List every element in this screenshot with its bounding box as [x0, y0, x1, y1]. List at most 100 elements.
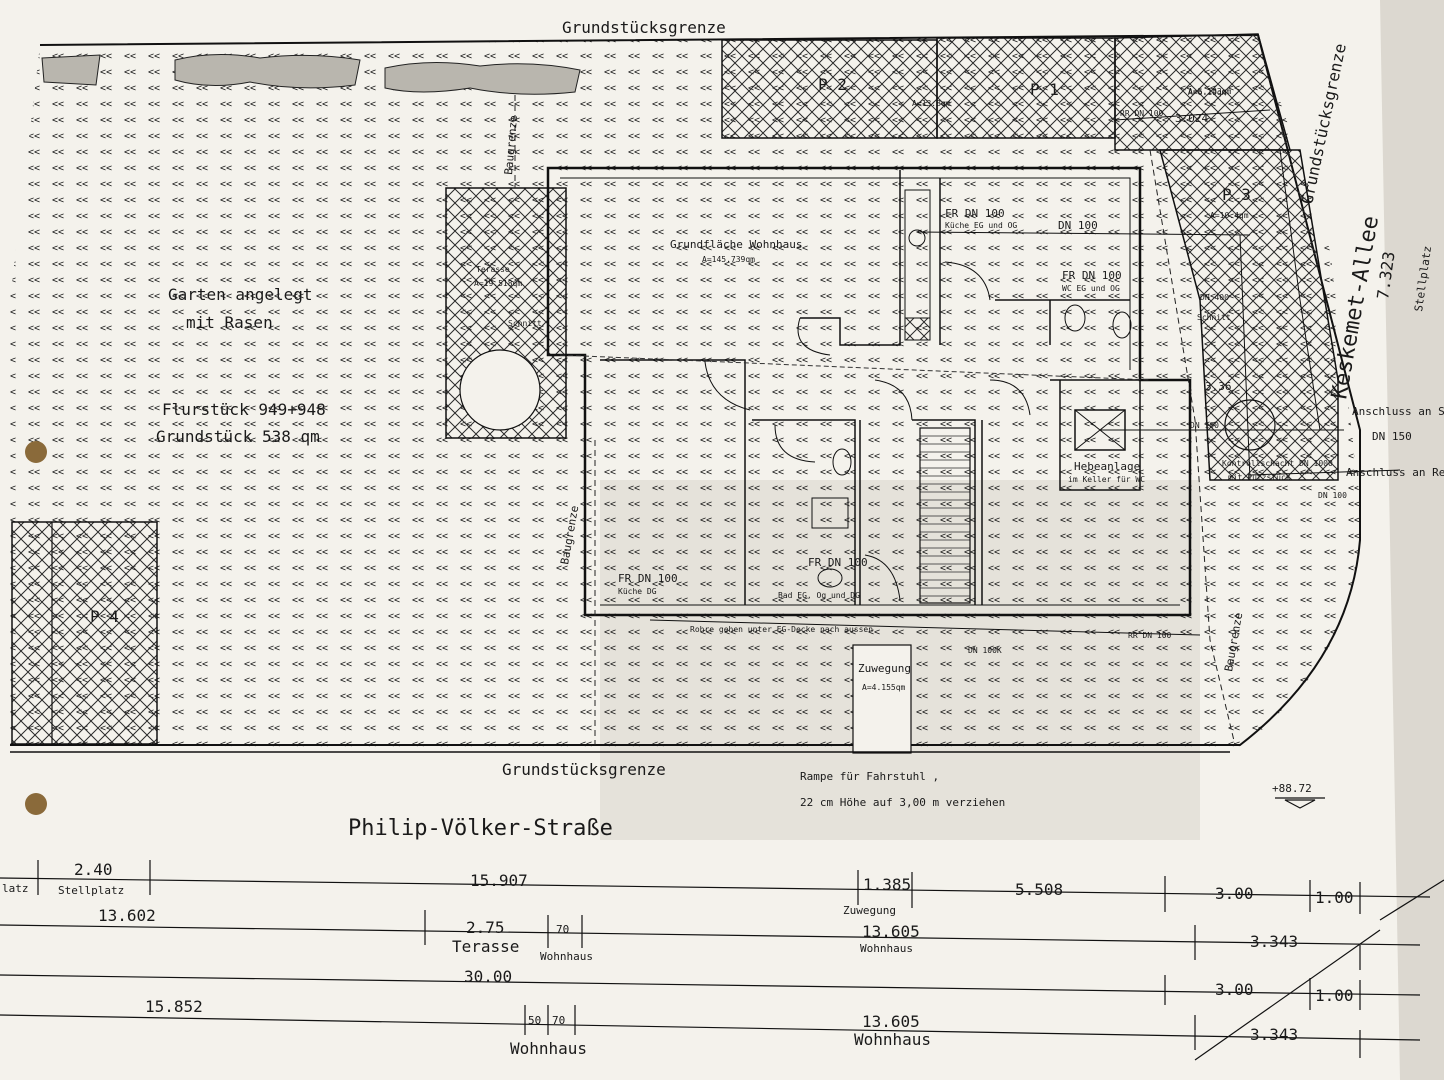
door-arc-4	[874, 379, 913, 421]
zuwegung-path	[852, 644, 912, 754]
dim-30-00: 30.00	[464, 967, 512, 986]
parking-p4	[11, 521, 158, 745]
parcel-label-1: Flurstück 949+948	[162, 400, 326, 419]
ramp-note-1: Rampe für Fahrstuhl ,	[800, 770, 939, 783]
dim-1-385: 1.385	[863, 875, 911, 894]
pipe-fr-kitchen: FR DN 100	[945, 207, 1005, 220]
building-area: A=145.739qm	[702, 255, 755, 264]
garden-label-2: mit Rasen	[186, 313, 273, 332]
toilet-4	[817, 568, 843, 588]
baugrenze-line-left	[514, 95, 596, 745]
pipe-fr-wc: FR DN 100	[1062, 269, 1122, 282]
parking-p2-area: A=13.8qm	[912, 99, 951, 108]
door-arc-5	[944, 261, 991, 301]
building-title: Grundfläche Wohnhaus	[670, 238, 802, 251]
door-arc-1	[797, 317, 831, 356]
door-arc-3	[774, 424, 816, 463]
dim-13-605-b: 13.605	[862, 1012, 920, 1031]
pipe-fr-kitchen-dg: FR DN 100	[618, 572, 678, 585]
hebeanlage-label: Hebeanlage	[1074, 460, 1140, 473]
punch-hole-2	[25, 793, 47, 815]
parcel-boundary	[10, 33, 1361, 746]
dim-latz: latz	[2, 882, 29, 895]
ramp-note-2: 22 cm Höhe auf 3,00 m verziehen	[800, 796, 1005, 809]
dim-wohnhaus-a: Wohnhaus	[540, 950, 593, 963]
door-arc-7	[864, 554, 901, 601]
dim-1-00-a: 1.00	[1315, 888, 1354, 907]
baugrenze-label-top: Baugrenze	[502, 115, 520, 176]
pipe-dn100-bottom: DN 100	[1318, 491, 1347, 500]
pipe-under-roof: Rohre gehen unter EG-Decke nach aussen	[690, 625, 873, 634]
zuwegung-area: A=4.155qm	[862, 683, 906, 692]
pipe-dim-336: 3.36	[1205, 380, 1232, 393]
parking-p2-label: P 2	[818, 75, 847, 94]
pipe-bad: Bad EG, Og und DG	[778, 591, 860, 600]
toilet-3	[832, 448, 852, 476]
parking-p4-label: P 4	[90, 607, 119, 626]
dim-zuwegung: Zuwegung	[843, 904, 896, 917]
zuwegung-label: Zuwegung	[858, 662, 911, 675]
hedge-right	[384, 61, 581, 95]
shower	[811, 497, 849, 529]
pipe-area-top: A=5.133qm	[1188, 87, 1232, 96]
pipe-dn-rr: DN 100	[1190, 421, 1219, 430]
pipe-anschluss-schmutz: Anschluss an Schmutz	[1352, 405, 1444, 418]
dim-wohnhaus-d: Wohnhaus	[854, 1030, 931, 1049]
dim-wohnhaus-b: Wohnhaus	[860, 942, 913, 955]
pipe-rr-bottom: RR DN 100	[1128, 631, 1172, 640]
dim-2-75: 2.75	[466, 918, 505, 937]
page-curl-shadow	[1380, 0, 1444, 1080]
dim-3-343-a: 3.343	[1250, 932, 1298, 951]
garden-label-1: Garten angelegt	[168, 285, 313, 304]
dim-13-602: 13.602	[98, 906, 156, 925]
hedge-corner	[41, 54, 101, 86]
toilet-2	[1112, 311, 1132, 339]
pipe-dn100-top: DN 100	[1058, 219, 1098, 232]
dim-2-40: 2.40	[74, 860, 113, 879]
dim-13-605-a: 13.605	[862, 922, 920, 941]
street-bottom-label: Philip-Völker-Straße	[348, 816, 613, 841]
stove-grid	[904, 317, 931, 341]
parking-p1-area: A=6.19qm	[1188, 88, 1227, 97]
boundary-top-label: Grundstücksgrenze	[562, 18, 726, 37]
level-marker	[1275, 797, 1325, 809]
dim-5-508: 5.508	[1015, 880, 1063, 899]
pipe-anschluss-regen: Anschluss an Regen	[1346, 466, 1444, 479]
pipe-kitchen-dg: Küche DG	[618, 587, 657, 596]
staircase	[919, 427, 971, 604]
toilet-1	[1064, 304, 1086, 332]
dim-70-a: 70	[556, 923, 569, 936]
parking-p3-label: P 3	[1222, 185, 1251, 204]
dim-wohnhaus-c: Wohnhaus	[510, 1039, 587, 1058]
dim-3-00-a: 3.00	[1215, 884, 1254, 903]
kitchen-sink	[908, 229, 926, 247]
parcel-label-2: Grundstück 538 qm	[156, 427, 320, 446]
parking-p1-label: P 1	[1030, 80, 1059, 99]
door-arc-2	[704, 361, 751, 411]
pipe-fr-bad: FR DN 100	[808, 556, 868, 569]
building-dashed-line	[559, 354, 1151, 381]
dim-3-343-b: 3.343	[1250, 1025, 1298, 1044]
hebeanlage-sub: im Keller für WC	[1068, 475, 1145, 484]
pipe-rr-top: RR DN 100	[1120, 109, 1164, 118]
dim-15-852: 15.852	[145, 997, 203, 1016]
drain-pipes	[649, 109, 1401, 636]
terrace-area: A=19.518qm	[474, 279, 522, 288]
pipe-dn150: DN 150	[1372, 430, 1412, 443]
dim-50: 50	[528, 1014, 541, 1027]
parking-p3	[1159, 149, 1339, 481]
terrace-label: Terasse	[476, 265, 510, 274]
dim-stellplatz: Stellplatz	[58, 884, 124, 897]
dim-3-00-b: 3.00	[1215, 980, 1254, 999]
pipe-dim-3024: 3.024	[1175, 112, 1208, 125]
pipe-wc-eg-og: WC EG und OG	[1062, 284, 1120, 293]
boundary-bottom-label: Grundstücksgrenze	[502, 760, 666, 779]
pipe-dn400: DN 400	[1200, 293, 1229, 302]
parking-p3-area: A=10.4qm	[1210, 211, 1249, 220]
parking-p1	[936, 37, 1116, 139]
pipe-kitchen-eg-og: Küche EG und OG	[945, 221, 1017, 230]
dim-terasse: Terasse	[452, 937, 519, 956]
hedge-left	[174, 53, 361, 89]
pipe-dn100k: DN 100K	[968, 646, 1002, 655]
